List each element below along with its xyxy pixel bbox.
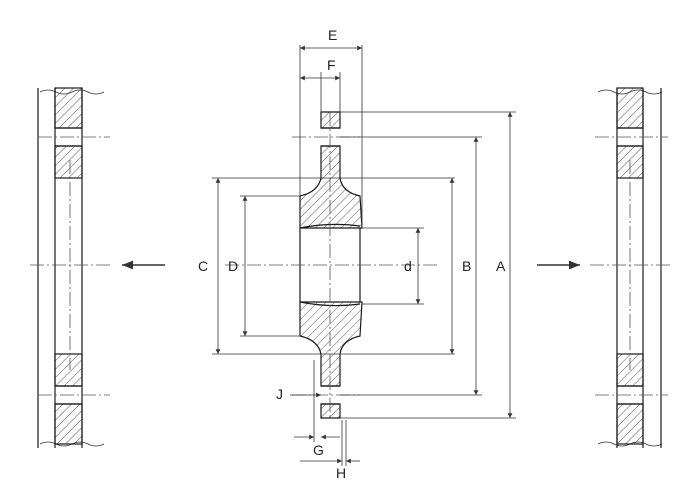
- label-j: J: [276, 386, 283, 402]
- label-h: H: [336, 465, 346, 481]
- dimensions: [212, 45, 516, 466]
- left-mating-part: [30, 87, 110, 448]
- label-e: E: [328, 27, 337, 43]
- label-d-upper: D: [228, 258, 238, 274]
- label-a: A: [496, 258, 506, 274]
- label-f: F: [327, 57, 336, 73]
- flange-section: [225, 111, 440, 420]
- label-g: G: [313, 442, 324, 458]
- label-c: C: [198, 258, 208, 274]
- right-mating-part: [590, 87, 672, 448]
- label-b: B: [462, 258, 471, 274]
- label-d-lower: d: [404, 258, 412, 274]
